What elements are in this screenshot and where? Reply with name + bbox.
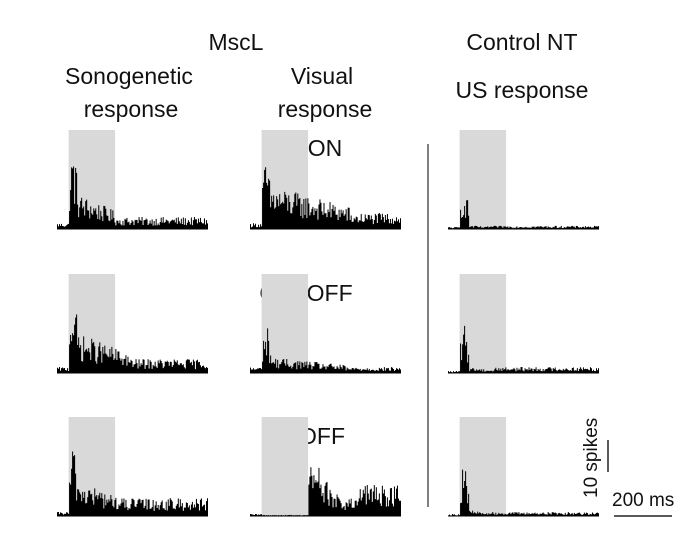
panel-label-on: ON xyxy=(307,135,343,161)
group-label-control-nt: Control NT xyxy=(466,29,578,55)
column-header-sonogenetic-line2: response xyxy=(83,96,179,122)
group-label-mscl: MscL xyxy=(208,29,264,55)
psth-bars-visual-response-row1 xyxy=(250,167,401,229)
psth-bars-sonogenetic-response-row2 xyxy=(57,314,208,373)
stimulus-window-shade xyxy=(459,417,507,516)
psth-bars-us-response-row2 xyxy=(448,325,599,373)
stimulus-window-shade xyxy=(261,417,309,516)
psth-bars-visual-response-row2 xyxy=(250,328,401,373)
psth-bars-sonogenetic-response-row3 xyxy=(57,451,208,516)
stimulus-window-shade xyxy=(261,274,309,373)
psth-bars-us-response-row3 xyxy=(448,469,599,516)
psth-bars-sonogenetic-response-row1 xyxy=(57,166,208,229)
column-header-visual-line1: Visual xyxy=(290,63,354,89)
stimulus-window-shade xyxy=(459,274,507,373)
scale-bar-x-label: 200 ms xyxy=(612,490,675,511)
column-header-visual-line2: response xyxy=(277,96,373,122)
psth-bars-visual-response-row3 xyxy=(250,467,401,516)
column-header-us-response: US response xyxy=(455,77,589,103)
psth-bars-us-response-row1 xyxy=(448,200,599,229)
column-header-sonogenetic-line1: Sonogenetic xyxy=(65,63,193,89)
